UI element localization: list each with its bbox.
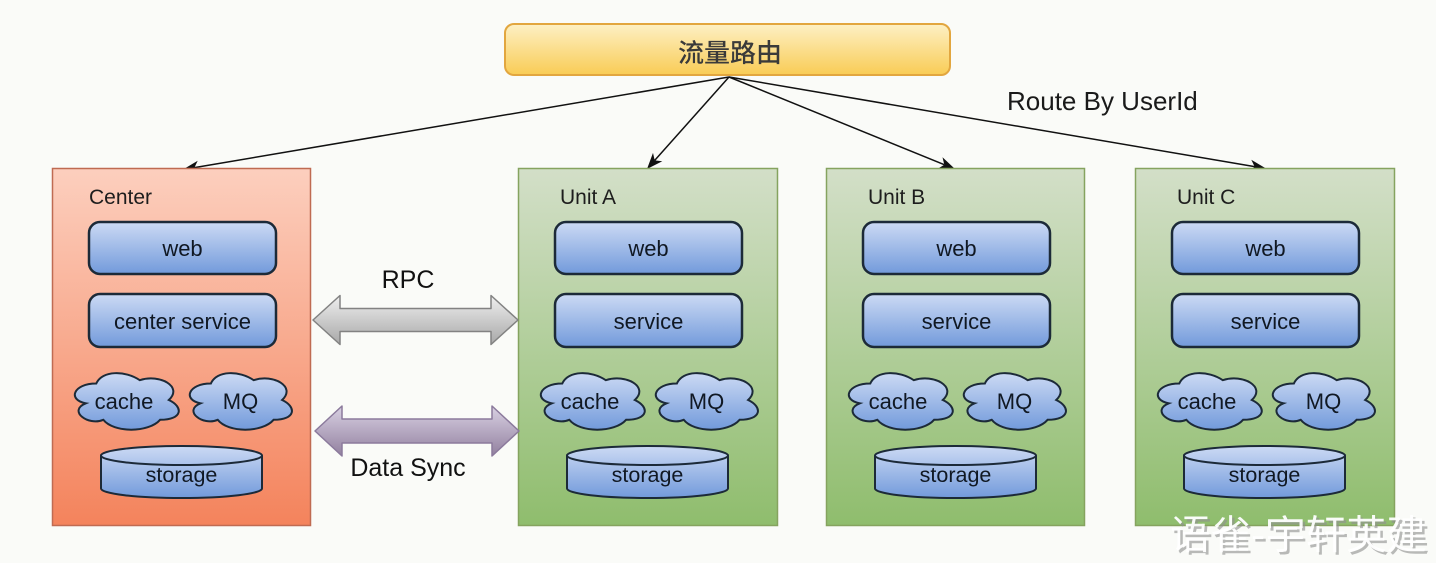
svg-text:Route By UserId: Route By UserId bbox=[1007, 86, 1198, 116]
svg-text:storage: storage bbox=[146, 463, 218, 487]
svg-text:service: service bbox=[1231, 309, 1301, 334]
svg-text:service: service bbox=[614, 309, 684, 334]
svg-text:web: web bbox=[935, 236, 976, 261]
svg-text:web: web bbox=[1244, 236, 1285, 261]
svg-text:MQ: MQ bbox=[223, 389, 258, 414]
svg-text:storage: storage bbox=[612, 463, 684, 487]
svg-text:MQ: MQ bbox=[689, 389, 724, 414]
svg-text:web: web bbox=[161, 236, 202, 261]
svg-text:service: service bbox=[922, 309, 992, 334]
svg-text:MQ: MQ bbox=[1306, 389, 1341, 414]
svg-text:cache: cache bbox=[561, 389, 620, 414]
svg-text:Data Sync: Data Sync bbox=[350, 454, 465, 482]
svg-text:Center: Center bbox=[89, 186, 152, 209]
svg-text:RPC: RPC bbox=[382, 266, 435, 294]
svg-text:storage: storage bbox=[920, 463, 992, 487]
svg-text:storage: storage bbox=[1229, 463, 1301, 487]
svg-text:Unit A: Unit A bbox=[560, 186, 616, 209]
svg-text:cache: cache bbox=[869, 389, 928, 414]
svg-text:cache: cache bbox=[1178, 389, 1237, 414]
svg-text:cache: cache bbox=[95, 389, 154, 414]
svg-text:MQ: MQ bbox=[997, 389, 1032, 414]
svg-text:web: web bbox=[627, 236, 668, 261]
svg-text:center service: center service bbox=[114, 309, 251, 334]
svg-text:Unit B: Unit B bbox=[868, 186, 925, 209]
svg-text:Unit C: Unit C bbox=[1177, 186, 1235, 209]
